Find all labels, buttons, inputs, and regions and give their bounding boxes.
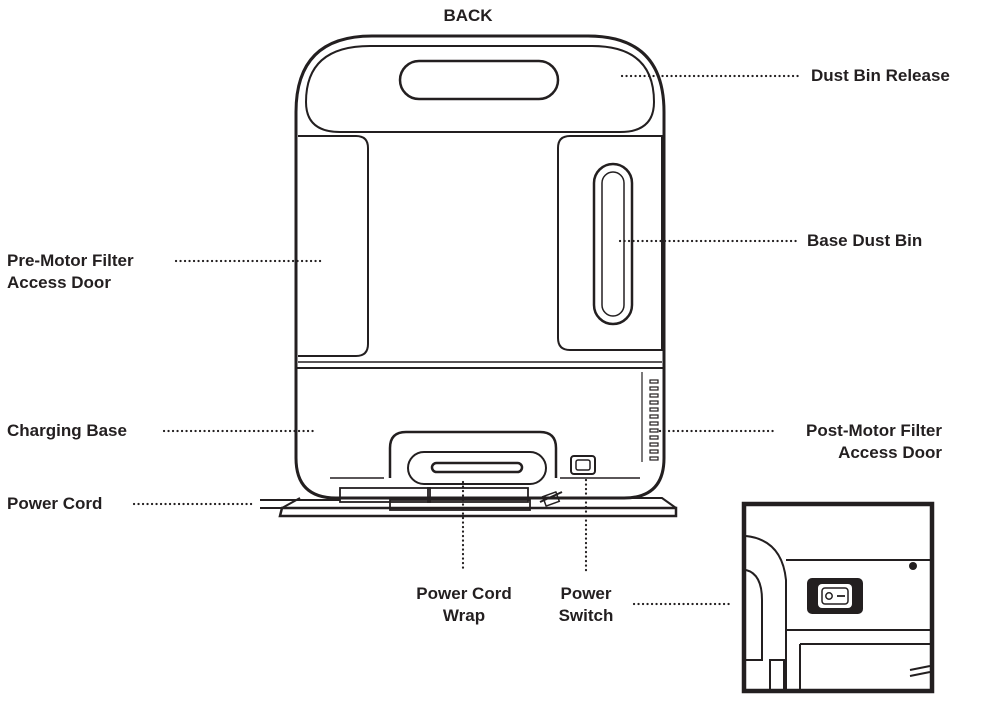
label-dust-bin-release: Dust Bin Release (811, 66, 950, 85)
label-pre-motor-filter-line1: Pre-Motor Filter (7, 251, 134, 270)
label-power-switch-line2: Switch (558, 606, 614, 625)
label-power-cord-wrap-line1: Power Cord (416, 584, 512, 603)
dust-bin-release-handle (304, 45, 656, 133)
label-post-motor-filter-line2: Access Door (838, 443, 942, 462)
base-dust-bin (557, 135, 663, 351)
pre-motor-filter-door (298, 135, 369, 357)
label-charging-base: Charging Base (7, 421, 127, 440)
label-power-cord-wrap: Power Cord Wrap (394, 583, 534, 627)
label-pre-motor-filter-line2: Access Door (7, 273, 111, 292)
label-power-switch-line1: Power (560, 584, 612, 603)
label-power-cord: Power Cord (7, 494, 103, 513)
power-switch-inset (741, 501, 935, 694)
label-power-switch: Power Switch (546, 583, 626, 627)
power-cord-drawing (260, 490, 563, 509)
label-power-cord-wrap-line2: Wrap (442, 606, 486, 625)
power-switch-small (570, 455, 596, 475)
base-plate (278, 487, 678, 518)
cord-wrap (388, 430, 558, 485)
label-post-motor-filter: Post-Motor Filter Access Door (760, 420, 942, 464)
device-body (294, 34, 666, 500)
label-base-dust-bin: Base Dust Bin (807, 231, 923, 250)
post-motor-vents (641, 372, 659, 462)
label-post-motor-filter-line1: Post-Motor Filter (806, 421, 942, 440)
diagram-title: BACK (443, 6, 493, 25)
label-pre-motor-filter: Pre-Motor Filter Access Door (7, 250, 134, 294)
